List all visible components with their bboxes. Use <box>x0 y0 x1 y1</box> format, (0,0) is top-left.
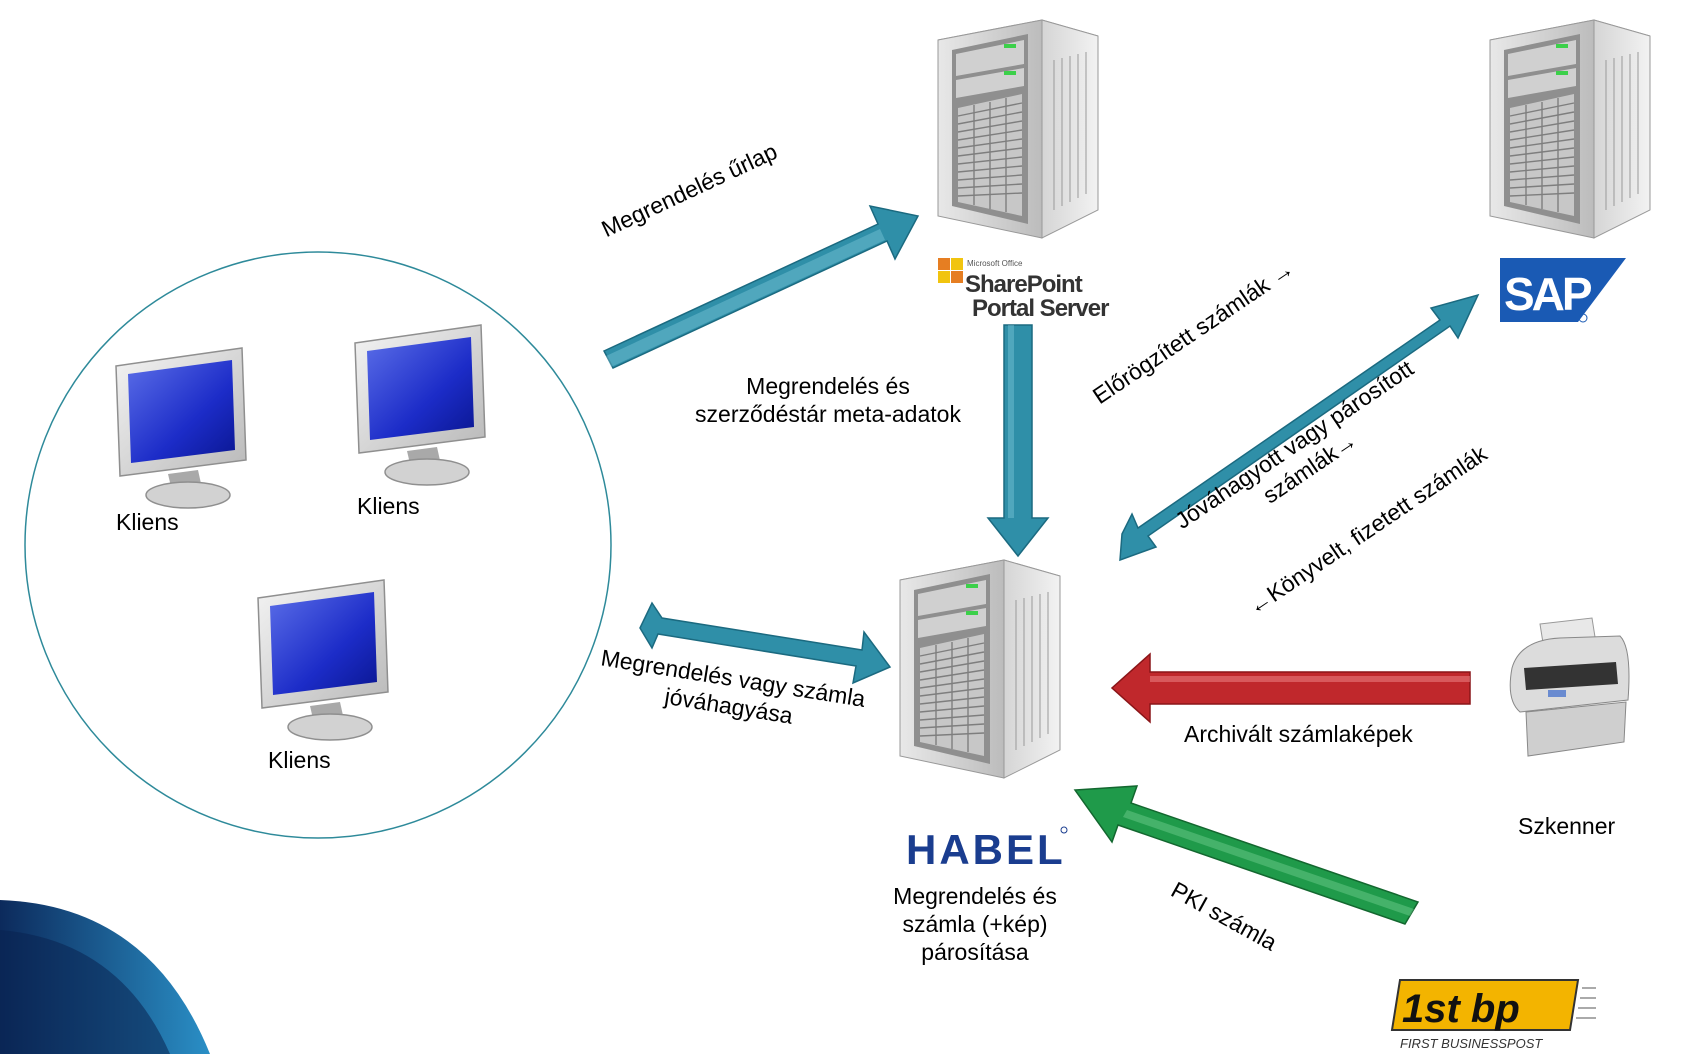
arrow-sap-bidirectional <box>1119 293 1480 562</box>
firstbp-logo: 1st bp FIRST BUSINESSPOST <box>1390 979 1596 1051</box>
scanner-label: Szkenner <box>1518 813 1616 839</box>
sap-server-icon <box>1489 19 1651 239</box>
habel-caption-line1: Megrendelés és <box>893 883 1057 909</box>
client-monitor-3 <box>257 579 389 741</box>
sap-logo: SAP <box>1500 258 1626 323</box>
habel-logo-text: HABEL <box>906 826 1066 873</box>
arrow-meta-data <box>986 324 1050 558</box>
corner-decoration-shade <box>0 930 170 1054</box>
firstbp-logo-text: 1st bp <box>1402 987 1520 1031</box>
sharepoint-logo-line2: Portal Server <box>972 295 1109 322</box>
firstbp-tagline: FIRST BUSINESSPOST <box>1400 1036 1543 1051</box>
sharepoint-logo-small: Microsoft Office <box>967 259 1023 268</box>
arrow-order-form <box>602 204 920 369</box>
arrow-pki-invoice <box>1073 785 1420 925</box>
client-label-3: Kliens <box>268 747 331 773</box>
sap-logo-text: SAP <box>1504 268 1592 320</box>
flow-label-meta-line2: szerződéstár meta-adatok <box>695 401 961 427</box>
clients-group-circle <box>24 251 612 839</box>
flow-label-archived: Archivált számlaképek <box>1184 721 1413 747</box>
arrow-archived-images <box>1110 652 1471 724</box>
scanner-icon <box>1509 617 1630 757</box>
client-label-1: Kliens <box>116 509 179 535</box>
client-monitor-1 <box>115 347 247 509</box>
client-label-2: Kliens <box>357 493 420 519</box>
habel-server-icon <box>899 559 1061 779</box>
flow-label-meta-line1: Megrendelés és <box>746 373 910 399</box>
sharepoint-server-icon <box>937 19 1099 239</box>
habel-logo: HABEL <box>906 826 1068 873</box>
flow-label-meta: Megrendelés és szerződéstár meta-adatok <box>664 372 992 428</box>
habel-caption-line2: számla (+kép) <box>902 911 1048 937</box>
arrow-approval-bidirectional <box>639 601 892 685</box>
habel-caption-line3: párosítása <box>921 939 1029 965</box>
sharepoint-logo: Microsoft Office SharePoint Portal Serve… <box>938 258 1110 322</box>
sharepoint-logo-line1: SharePoint <box>965 271 1083 298</box>
habel-caption: Megrendelés és számla (+kép) párosítása <box>862 882 1088 966</box>
client-monitor-2 <box>354 324 486 486</box>
